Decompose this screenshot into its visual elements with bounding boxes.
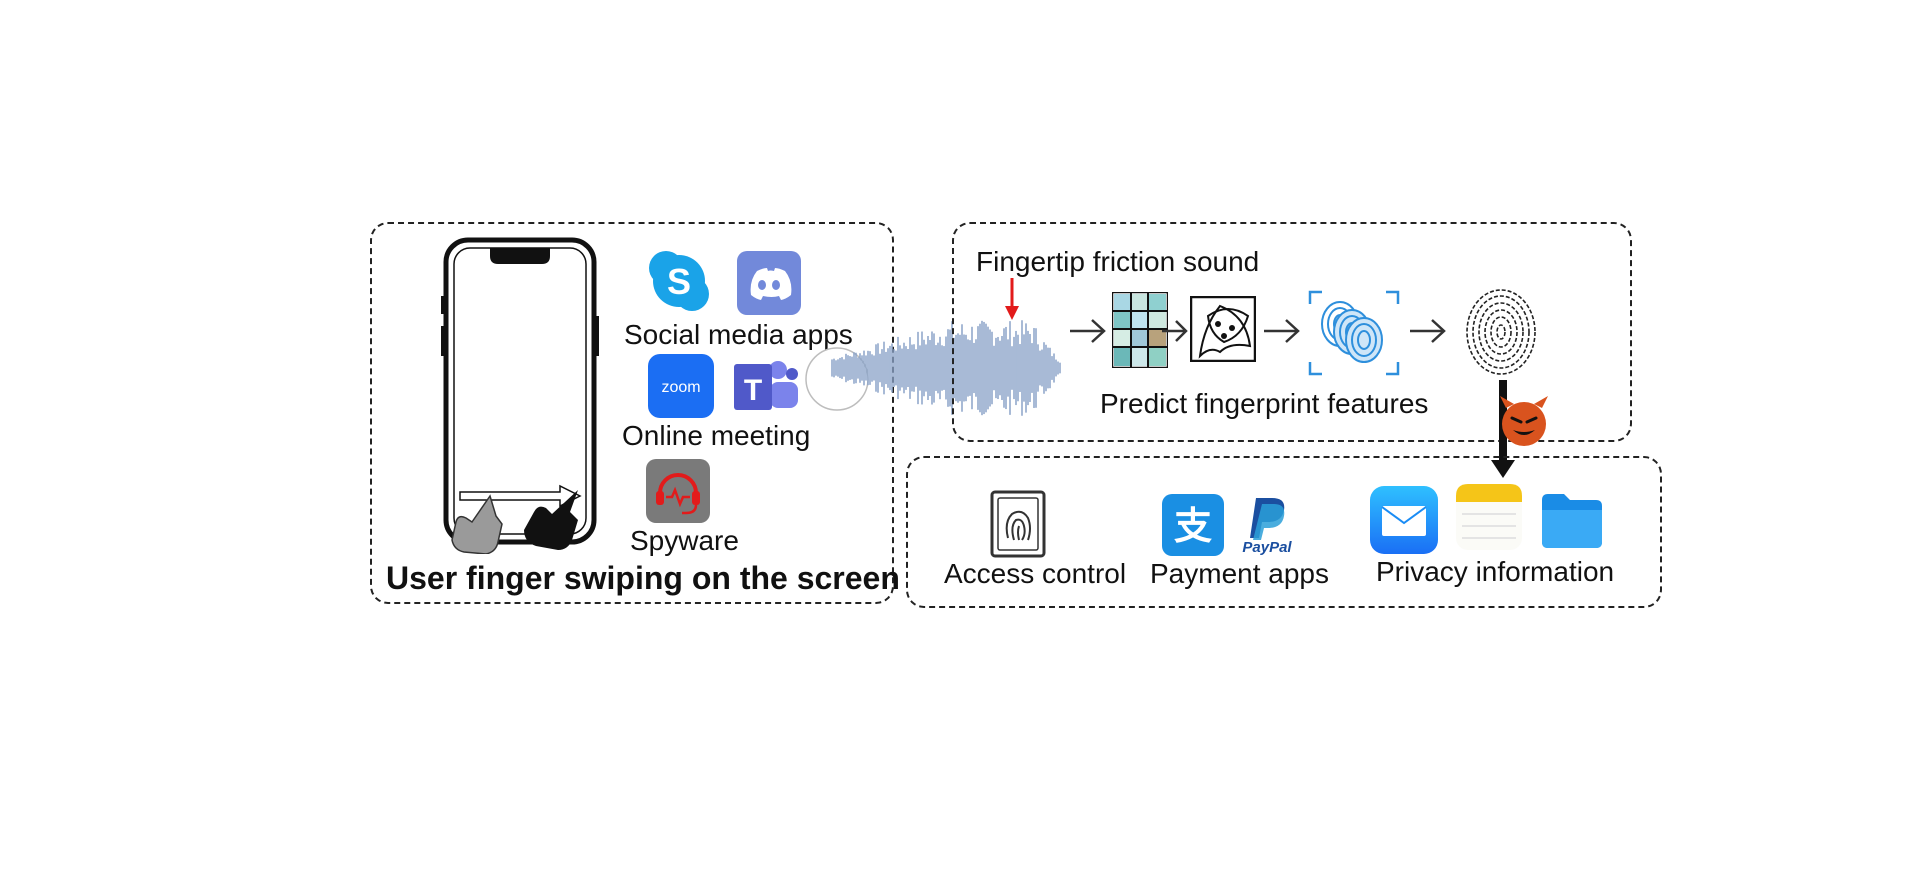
devil-icon	[1498, 394, 1550, 448]
zoom-icon: zoom	[648, 354, 714, 418]
left-panel-caption: User finger swiping on the screen	[386, 560, 900, 596]
skype-letter: S	[667, 261, 691, 302]
privacy-information-label: Privacy information	[1376, 556, 1615, 587]
target-panel	[906, 456, 1662, 608]
online-meeting-label: Online meeting	[622, 420, 811, 451]
paypal-icon: PayPal	[1236, 494, 1298, 556]
skype-icon: S	[646, 248, 712, 314]
red-down-arrow-icon	[1004, 278, 1020, 322]
social-media-label: Social media apps	[624, 319, 853, 350]
spyware-label: Spyware	[630, 525, 739, 556]
arrow-right-icon-3	[1262, 316, 1302, 346]
access-control-label: Access control	[944, 558, 1127, 589]
spyware-icon	[646, 459, 710, 523]
zoom-text: zoom	[661, 379, 700, 396]
fingerprint-image-icon	[1464, 286, 1538, 378]
notes-icon	[1456, 484, 1522, 550]
alipay-glyph: 支	[1174, 504, 1212, 548]
sound-label: Fingertip friction sound	[976, 246, 1260, 277]
payment-apps-label: Payment apps	[1150, 558, 1329, 589]
teams-icon: T	[734, 356, 800, 418]
sound-wave-icon	[830, 318, 1062, 418]
fingerprint-lock-icon	[990, 490, 1046, 558]
pipeline-panel	[952, 222, 1632, 442]
left-panel	[370, 222, 894, 604]
spectrogram-icon	[1112, 292, 1168, 368]
teams-letter: T	[744, 374, 762, 407]
fingerprint-stack-icon	[1306, 288, 1402, 378]
paypal-wordmark: PayPal	[1242, 539, 1292, 556]
smartphone-icon	[440, 236, 600, 546]
arrow-right-icon-2	[1160, 316, 1190, 346]
arrow-right-icon-1	[1068, 316, 1108, 346]
mail-icon	[1370, 486, 1438, 554]
discord-icon	[737, 251, 801, 315]
feature-map-icon	[1190, 296, 1256, 362]
predict-label: Predict fingerprint features	[1100, 388, 1429, 419]
gray-hand-icon	[450, 492, 510, 554]
arrow-right-icon-4	[1408, 316, 1448, 346]
alipay-icon: 支	[1162, 494, 1224, 556]
black-hand-icon	[518, 488, 584, 554]
files-icon	[1540, 490, 1604, 550]
